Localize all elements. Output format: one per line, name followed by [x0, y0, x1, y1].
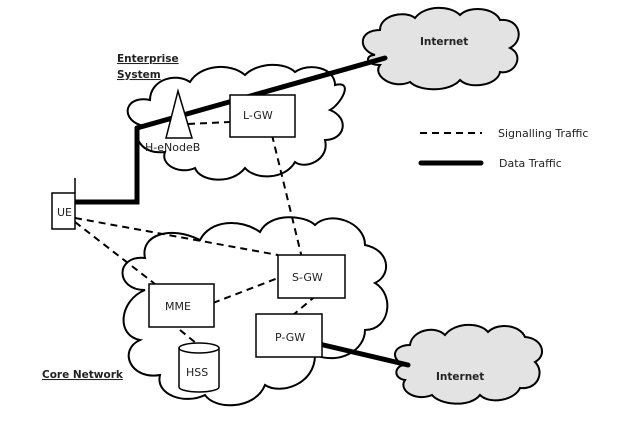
sgw-box[interactable]	[277, 254, 346, 299]
henodeb-antenna-icon	[165, 88, 194, 139]
lgw-box[interactable]	[229, 94, 296, 138]
internet-top-label: Internet	[420, 36, 468, 48]
ue-label: UE	[57, 206, 72, 219]
hss-database-icon[interactable]	[178, 342, 220, 393]
legend-signalling-label: Signalling Traffic	[498, 127, 588, 140]
internet-top-cloud	[361, 6, 520, 91]
lgw-label: L-GW	[243, 109, 273, 122]
pgw-label: P-GW	[275, 331, 305, 344]
sgw-label: S-GW	[292, 271, 323, 284]
enterprise-system-label-line2: System	[117, 69, 161, 81]
data-link-pgw-internet	[312, 340, 411, 368]
legend-data-label: Data Traffic	[499, 157, 562, 170]
signal-link-ue-mme	[74, 221, 156, 285]
core-network-label: Core Network	[42, 369, 124, 381]
signal-link-lgw-sgw	[271, 134, 303, 259]
pgw-box[interactable]	[255, 313, 323, 358]
signal-link-mme-hss	[179, 329, 203, 349]
mme-box[interactable]	[148, 283, 215, 328]
mme-label: MME	[165, 300, 191, 313]
ue-box[interactable]	[51, 192, 76, 230]
signal-link-ue-sgw	[74, 217, 279, 256]
enterprise-system-label-line1: Enterprise	[117, 53, 179, 65]
internet-bottom-cloud	[394, 323, 544, 405]
data-link-ue-henodeb	[72, 125, 140, 205]
hss-label: HSS	[186, 366, 208, 379]
henodeb-label: H-eNodeB	[145, 141, 200, 154]
internet-bottom-label: Internet	[436, 371, 484, 383]
